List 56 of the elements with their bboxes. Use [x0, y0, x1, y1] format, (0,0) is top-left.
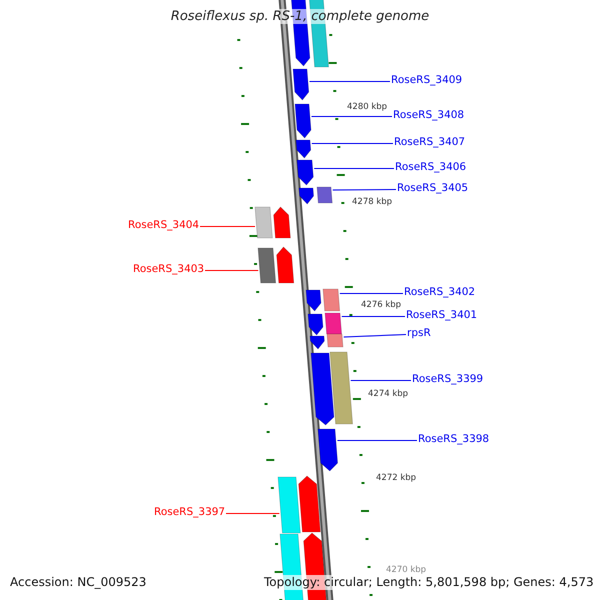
gene-label: RoseRS_3409: [391, 74, 462, 87]
footer-text: Accession: NC_009523: [8, 575, 148, 590]
gene-label: RoseRS_3407: [394, 136, 466, 149]
gene-label: RoseRS_3404: [128, 219, 200, 232]
position-label: 4280 kbp: [347, 102, 388, 112]
gene-block: [278, 476, 301, 534]
gene-pentagon: [298, 476, 321, 532]
gene-label: RoseRS_3401: [406, 309, 478, 322]
gene-pentagon: [306, 290, 322, 312]
leader-line: [308, 81, 390, 82]
leader-line: [343, 334, 406, 338]
gene-block: [254, 206, 273, 238]
gene-pentagon: [276, 246, 294, 284]
gene-block: [316, 186, 333, 204]
gene-label: RoseRS_3397: [154, 506, 226, 519]
position-label: 4278 kbp: [352, 197, 392, 207]
gene-label: RoseRS_3405: [397, 182, 468, 195]
gene-pentagon: [298, 188, 314, 204]
leader-line: [341, 316, 406, 317]
gene-pentagon: [296, 160, 314, 186]
footer-text: Topology: circular; Length: 5,801,598 bp; Genes: 4,573: [262, 575, 596, 590]
gene-label: rpsR: [407, 327, 431, 340]
gene-label: RoseRS_3408: [393, 109, 464, 122]
gene-label: RoseRS_3399: [412, 373, 484, 386]
gene-block: [322, 288, 340, 312]
gene-block: [324, 312, 342, 334]
position-label: 4272 kbp: [376, 473, 416, 483]
gene-block: [326, 334, 344, 348]
map-title: Roseiflexus sp. RS-1, complete genome: [168, 9, 432, 24]
leader-line: [336, 440, 418, 441]
gene-pentagon: [308, 314, 324, 336]
gene-label: RoseRS_3398: [418, 433, 490, 446]
gene-pentagon: [296, 140, 312, 158]
gene-label: RoseRS_3403: [133, 263, 204, 276]
gene-pentagon: [310, 352, 334, 426]
gene-pentagon: [310, 336, 325, 350]
gene-block: [258, 248, 276, 284]
gene-pentagon: [292, 68, 310, 100]
leader-line: [311, 143, 394, 144]
position-label: 4276 kbp: [361, 300, 402, 310]
leader-line: [200, 226, 256, 227]
leader-line: [332, 189, 396, 190]
leader-line: [226, 513, 280, 514]
position-label: 4274 kbp: [368, 389, 408, 399]
gene-pentagon: [294, 104, 312, 138]
leader-line: [310, 116, 392, 117]
leader-line: [350, 380, 412, 381]
gene-label: RoseRS_3406: [395, 161, 466, 174]
leader-line: [339, 293, 404, 294]
gene-label: RoseRS_3402: [404, 286, 476, 299]
gene-pentagon: [273, 206, 291, 238]
leader-line: [314, 168, 394, 169]
gene-pentagon: [318, 428, 338, 472]
leader-line: [204, 270, 259, 271]
gene-block: [330, 352, 353, 424]
position-label: 4270 kbp: [386, 565, 426, 575]
